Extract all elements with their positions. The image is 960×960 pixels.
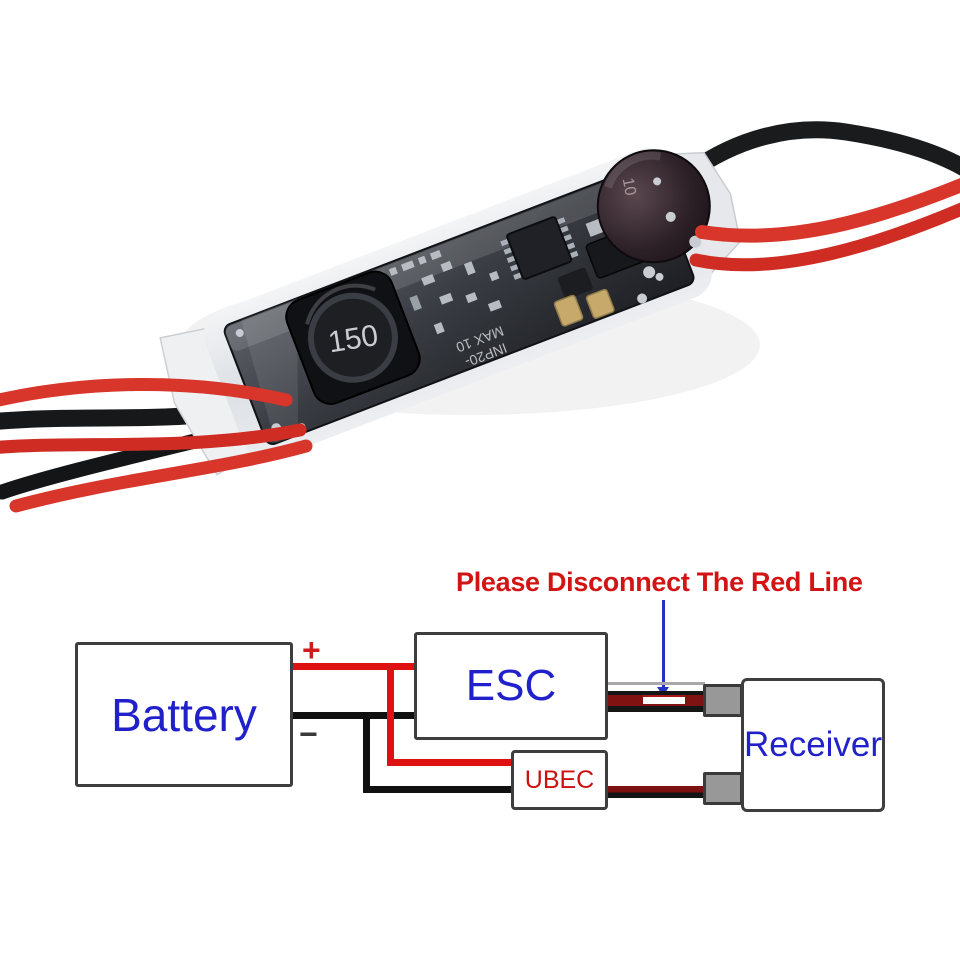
receiver-connector-bottom xyxy=(703,772,743,805)
red-wires xyxy=(0,178,960,513)
red-wire-left-2 xyxy=(0,423,307,454)
inductor: 150 xyxy=(285,270,421,405)
wire-red-branch-down xyxy=(387,663,394,766)
capacitor-marking-text: 10 xyxy=(619,176,639,197)
ubec-module: 150 xyxy=(159,148,742,476)
battery-positive-mark: + xyxy=(302,632,321,668)
wiring-diagram: Please Disconnect The Red Line + − Batte… xyxy=(0,540,960,960)
inductor-value-text: 150 xyxy=(326,319,381,359)
ubec-label: UBEC xyxy=(524,765,595,794)
cable-ubec-to-receiver xyxy=(606,786,706,798)
red-wire-left-1 xyxy=(0,378,293,407)
warning-text: Please Disconnect The Red Line xyxy=(456,567,863,597)
red-wire-right-2 xyxy=(689,202,960,272)
smd-pads xyxy=(409,260,502,335)
capacitor: 10 xyxy=(596,149,711,264)
wire-black-battery-to-esc xyxy=(291,712,417,719)
esc-box: ESC xyxy=(414,632,608,740)
wire-black-branch-down xyxy=(363,712,370,793)
wire-red-battery-to-esc xyxy=(291,663,417,670)
servo-cable-sheath xyxy=(606,682,705,685)
receiver-label: Receiver xyxy=(743,725,883,764)
battery-box: Battery xyxy=(75,642,293,787)
wire-black-to-ubec xyxy=(363,786,514,793)
servo-cable-esc-to-receiver xyxy=(606,691,706,712)
red-wire-left-3 xyxy=(9,439,313,513)
battery-label: Battery xyxy=(111,688,257,741)
ubec-box: UBEC xyxy=(511,750,608,810)
battery-negative-mark: − xyxy=(299,716,318,752)
red-line-disconnect-gap xyxy=(643,695,685,704)
wire-red-to-ubec xyxy=(387,759,514,766)
pcb-sheen-streak xyxy=(241,298,299,444)
receiver-connector-top xyxy=(703,684,743,717)
red-wire-right-1 xyxy=(695,178,960,243)
receiver-box: Receiver xyxy=(741,678,885,812)
black-wire-right xyxy=(681,121,960,181)
power-components xyxy=(553,218,649,327)
ubec-product-photo: 150 xyxy=(0,121,960,513)
ic-chip xyxy=(500,216,579,280)
pointer-line xyxy=(662,600,665,688)
esc-label: ESC xyxy=(465,661,557,710)
